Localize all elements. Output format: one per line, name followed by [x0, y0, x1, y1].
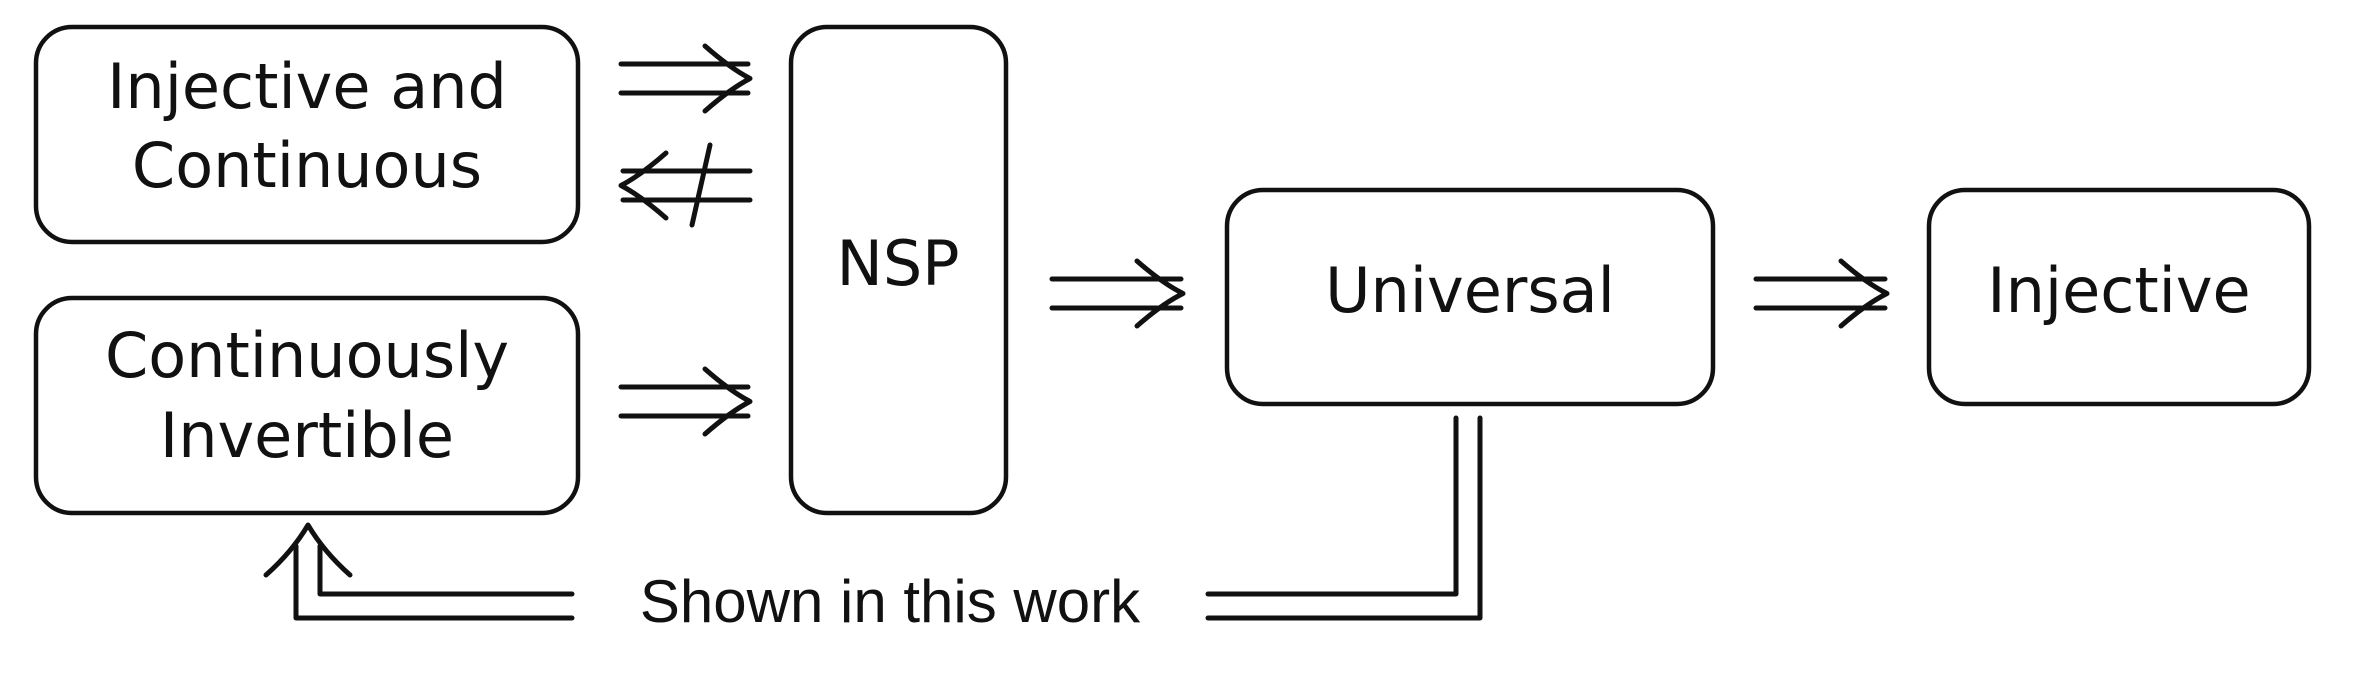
node-label: Universal — [1325, 254, 1615, 327]
node-label-line2: Continuous — [132, 129, 482, 202]
node-continuously-invertible: Continuously Invertible — [33, 295, 581, 516]
implies-arrow-continv-to-nsp — [618, 366, 753, 437]
implies-arrow-universal-to-injective — [1753, 258, 1890, 329]
node-nsp: NSP — [788, 24, 1009, 516]
node-label-line1: Continuously — [105, 319, 509, 392]
node-label-line2: Invertible — [160, 399, 454, 472]
node-injective-and-continuous: Injective and Continuous — [33, 24, 581, 245]
node-label: NSP — [836, 227, 959, 300]
implies-arrow-nsp-to-universal — [1049, 258, 1186, 329]
not-implies-arrow-nsp-to-injcont — [618, 142, 753, 228]
node-injective: Injective — [1926, 187, 2312, 407]
shown-in-this-work-label: Shown in this work — [640, 568, 1141, 635]
implies-arrow-universal-to-continv — [263, 415, 1483, 621]
node-universal: Universal — [1224, 187, 1716, 407]
implies-arrow-injcont-to-nsp — [618, 43, 753, 114]
node-label: Injective — [1987, 254, 2250, 327]
node-label-line1: Injective and — [107, 50, 507, 123]
